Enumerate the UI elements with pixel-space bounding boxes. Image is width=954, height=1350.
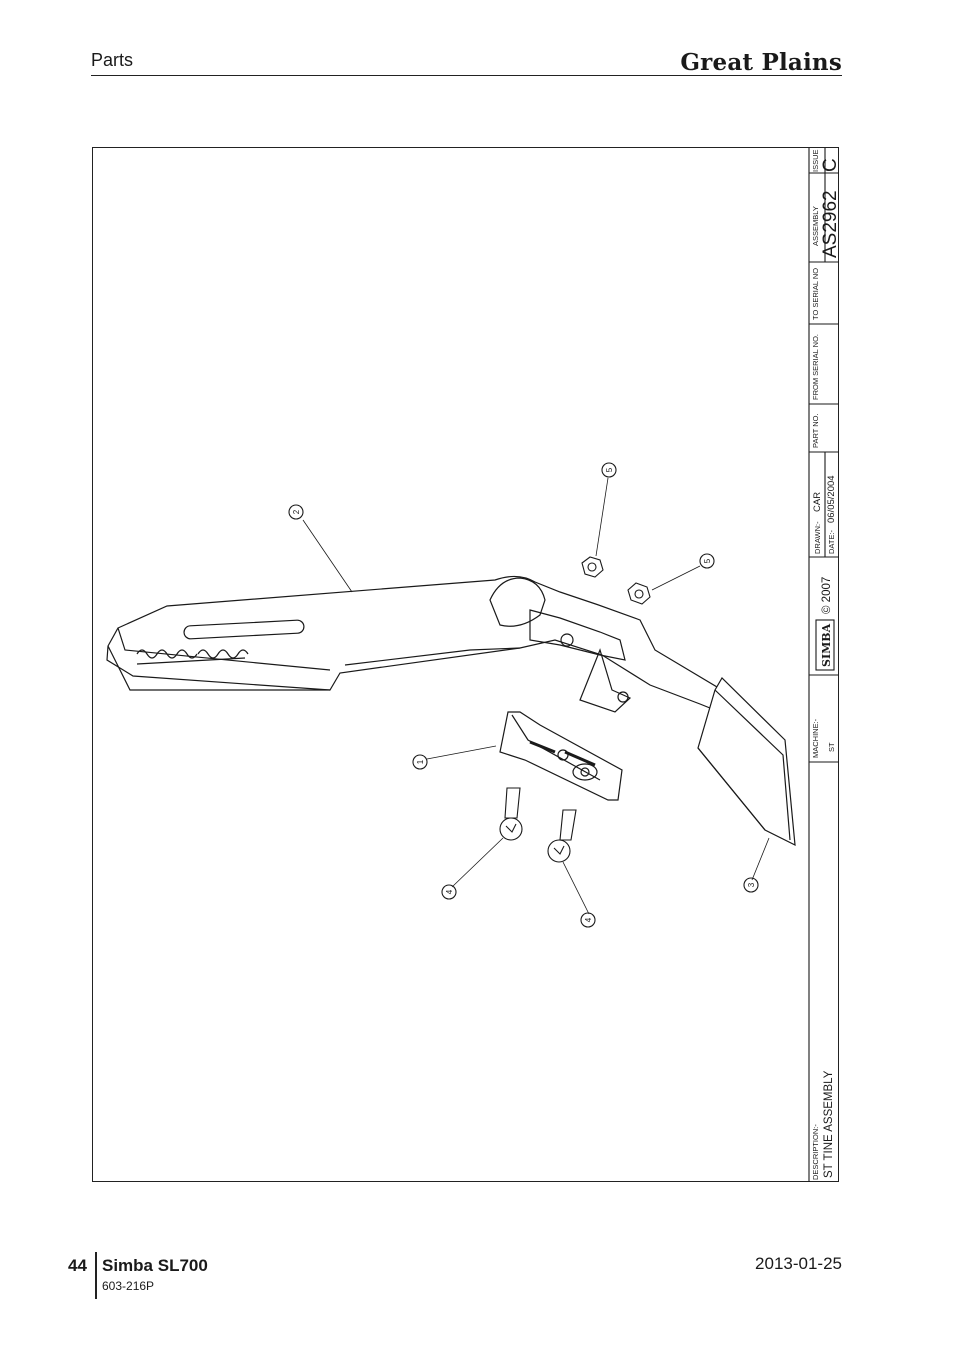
leader-lines: [302, 477, 770, 915]
callout-5b-bubble: [699, 553, 715, 569]
callout-5b-label: 5: [703, 558, 712, 563]
machine-label: MACHINE:-: [811, 718, 820, 758]
description-value: ST TINE ASSEMBLY: [823, 1070, 835, 1178]
drawing-frame: [92, 147, 839, 1182]
callout-3-label: 3: [747, 882, 756, 887]
tine-leg-part: [106, 575, 723, 713]
machine-value: ST: [827, 742, 836, 752]
callout-1-bubble: [412, 754, 428, 770]
part-no-label: PART NO.: [811, 413, 820, 448]
callout-4b-label: 4: [584, 917, 593, 922]
assembly-label: ASSEMBLY: [811, 206, 820, 246]
bolt-part-a: [499, 787, 523, 841]
tine-leg-slots: [136, 649, 249, 665]
drawn-value: CAR: [812, 492, 823, 512]
document-number: 603-216P: [102, 1279, 155, 1293]
assembly-number: AS2962: [820, 190, 841, 258]
callout-5a-bubble: [601, 462, 617, 478]
callout-3-bubble: [743, 877, 759, 893]
description-label: DESCRIPTION:-: [811, 1124, 820, 1180]
nut-part-a: [581, 556, 604, 578]
publication-date: 2013-01-25: [755, 1254, 842, 1273]
simba-logo-text: SIMBA: [820, 623, 833, 667]
issue-label: ISSUE: [811, 149, 820, 172]
callout-4a-label: 4: [445, 889, 454, 894]
callout-2-bubble: [288, 504, 304, 520]
brand-logo: Great Plains: [680, 49, 842, 76]
to-serial-label: TO SERIAL NO: [811, 268, 820, 320]
date-label: DATE:-: [827, 529, 836, 554]
callout-4b-bubble: [580, 912, 596, 928]
bolt-part-b: [547, 809, 577, 863]
callout-2-label: 2: [292, 509, 301, 514]
model-name: Simba SL700: [102, 1256, 208, 1275]
callout-5a-label: 5: [605, 467, 614, 472]
drawn-label: DRAWN:-: [813, 521, 822, 554]
from-serial-label: FROM SERIAL NO.: [811, 334, 820, 400]
nut-part-b: [627, 582, 651, 605]
shin-part: [499, 711, 623, 801]
page-number: 44: [68, 1256, 87, 1275]
callout-4a-bubble: [441, 884, 457, 900]
issue-value: C: [820, 158, 841, 172]
simba-logo-box: [815, 619, 835, 671]
copyright-text: © 2007: [821, 577, 833, 614]
footer-divider: [95, 1252, 97, 1299]
date-value: 06/05/2004: [826, 475, 837, 523]
header-rule: [91, 75, 842, 76]
callout-1-label: 1: [416, 759, 425, 764]
header-section-label: Parts: [91, 50, 134, 70]
point-part: [697, 677, 796, 847]
